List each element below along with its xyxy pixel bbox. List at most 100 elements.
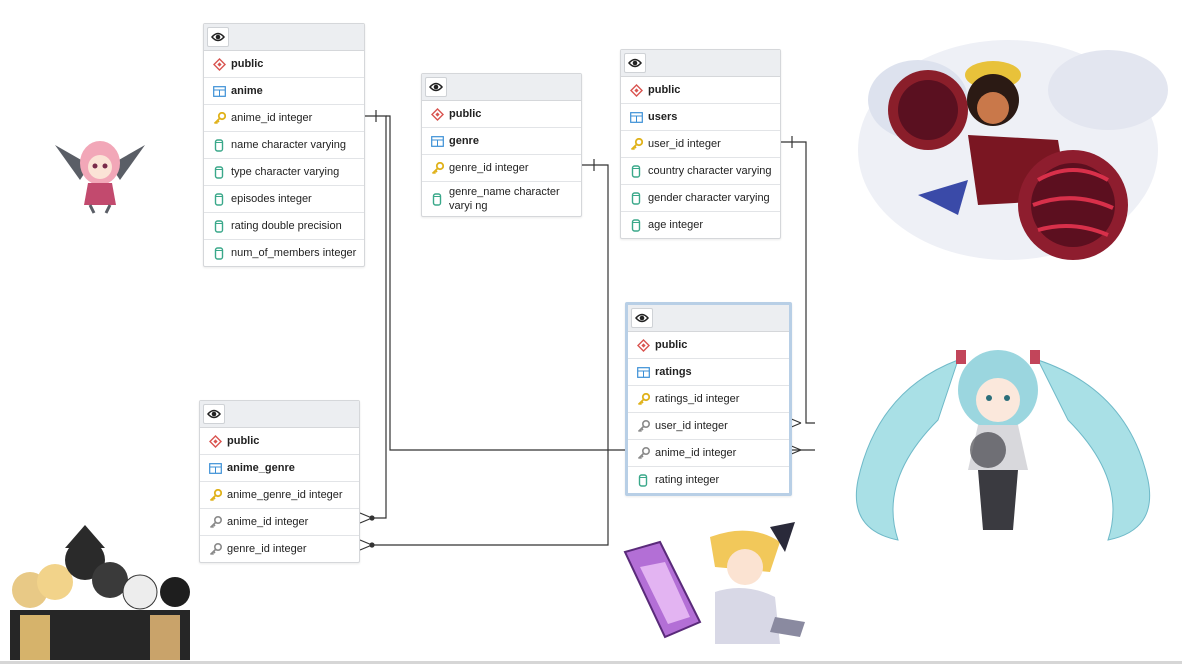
column-row[interactable]: episodes integer [204, 186, 364, 213]
table-name: users [648, 111, 678, 123]
table-name-row: anime_genre [200, 455, 359, 482]
anime-character-art-luffy-gear4 [858, 40, 1168, 260]
column-cylinder-icon [212, 138, 226, 152]
eye-icon[interactable] [624, 53, 646, 73]
key-icon [636, 392, 650, 406]
table-header [621, 50, 780, 77]
table-header [200, 401, 359, 428]
column-cylinder-icon [212, 246, 226, 260]
column-row[interactable]: rating integer [628, 467, 789, 493]
column-row[interactable]: type character varying [204, 159, 364, 186]
column-label: genre_id integer [449, 162, 529, 174]
column-label: anime_id integer [655, 447, 737, 459]
schema-row: public [204, 51, 364, 78]
column-row[interactable]: genre_id integer [200, 536, 359, 562]
anime-character-art-gunner [623, 522, 805, 644]
eye-icon[interactable] [631, 308, 653, 328]
key-icon [430, 161, 444, 175]
column-cylinder-icon [629, 191, 643, 205]
table-header [422, 74, 581, 101]
anime-character-art-group [10, 525, 190, 660]
table-name: genre [449, 135, 479, 147]
bottom-scrollbar[interactable] [0, 661, 1182, 664]
column-cylinder-icon [212, 192, 226, 206]
column-label: rating integer [655, 474, 720, 486]
schema-label: public [449, 108, 482, 120]
column-cylinder-icon [212, 219, 226, 233]
foreign-key-icon [636, 446, 650, 460]
column-label: name character varying [231, 139, 346, 151]
column-label: type character varying [231, 166, 340, 178]
table-grid-icon [430, 134, 444, 148]
table-name-row: ratings [628, 359, 789, 386]
schema-diamond-icon [208, 434, 222, 448]
table-name-row: users [621, 104, 780, 131]
schema-diamond-icon [636, 338, 650, 352]
schema-row: public [628, 332, 789, 359]
table-anime[interactable]: public anime anime_id integer name charac… [203, 23, 365, 267]
column-label: ratings_id integer [655, 393, 740, 405]
column-row[interactable]: anime_id integer [200, 509, 359, 536]
column-label: episodes integer [231, 193, 312, 205]
anime-character-art-pink [55, 141, 145, 214]
column-row[interactable]: num_of_members integer [204, 240, 364, 266]
column-label: anime_id integer [231, 112, 313, 124]
column-label: age integer [648, 219, 704, 231]
column-label: anime_id integer [227, 516, 309, 528]
anime-character-art-miku [855, 350, 1151, 541]
column-row[interactable]: name character varying [204, 132, 364, 159]
schema-label: public [648, 84, 681, 96]
schema-label: public [231, 58, 264, 70]
eye-icon[interactable] [425, 77, 447, 97]
column-cylinder-icon [629, 218, 643, 232]
table-header [204, 24, 364, 51]
foreign-key-icon [208, 515, 222, 529]
column-row[interactable]: genre_name character varyi ng [422, 182, 581, 216]
column-row[interactable]: rating double precision [204, 213, 364, 240]
column-cylinder-icon [430, 192, 444, 206]
schema-row: public [200, 428, 359, 455]
table-grid-icon [212, 84, 226, 98]
column-label: anime_genre_id integer [227, 489, 343, 501]
column-row[interactable]: anime_genre_id integer [200, 482, 359, 509]
foreign-key-icon [208, 542, 222, 556]
key-icon [629, 137, 643, 151]
relation-anime-ratings [386, 115, 815, 451]
column-label: country character varying [648, 165, 772, 177]
schema-label: public [227, 435, 260, 447]
eye-icon[interactable] [207, 27, 229, 47]
key-icon [208, 488, 222, 502]
table-header [628, 305, 789, 332]
column-label: user_id integer [655, 420, 728, 432]
column-label: genre_name character varyi ng [449, 186, 560, 212]
table-name: anime_genre [227, 462, 295, 474]
column-row[interactable]: gender character varying [621, 185, 780, 212]
column-row[interactable]: anime_id integer [628, 440, 789, 467]
table-name-row: anime [204, 78, 364, 105]
foreign-key-icon [636, 419, 650, 433]
table-ratings[interactable]: public ratings ratings_id integer user_id… [625, 302, 792, 496]
schema-label: public [655, 339, 688, 351]
table-name-row: genre [422, 128, 581, 155]
column-cylinder-icon [636, 473, 650, 487]
column-row[interactable]: country character varying [621, 158, 780, 185]
table-grid-icon [629, 110, 643, 124]
column-row[interactable]: user_id integer [628, 413, 789, 440]
eye-icon[interactable] [203, 404, 225, 424]
table-users[interactable]: public users user_id integer country char… [620, 49, 781, 239]
relation-users-ratings [780, 141, 815, 424]
table-grid-icon [208, 461, 222, 475]
relation-genre-anime_genre [372, 164, 609, 546]
schema-row: public [422, 101, 581, 128]
column-label: rating double precision [231, 220, 342, 232]
table-anime_genre[interactable]: public anime_genre anime_genre_id intege… [199, 400, 360, 563]
column-row[interactable]: genre_id integer [422, 155, 581, 182]
column-row[interactable]: age integer [621, 212, 780, 238]
table-genre[interactable]: public genre genre_id integer genre_name … [421, 73, 582, 217]
column-row[interactable]: ratings_id integer [628, 386, 789, 413]
column-row[interactable]: user_id integer [621, 131, 780, 158]
column-row[interactable]: anime_id integer [204, 105, 364, 132]
column-label: user_id integer [648, 138, 721, 150]
column-cylinder-icon [629, 164, 643, 178]
